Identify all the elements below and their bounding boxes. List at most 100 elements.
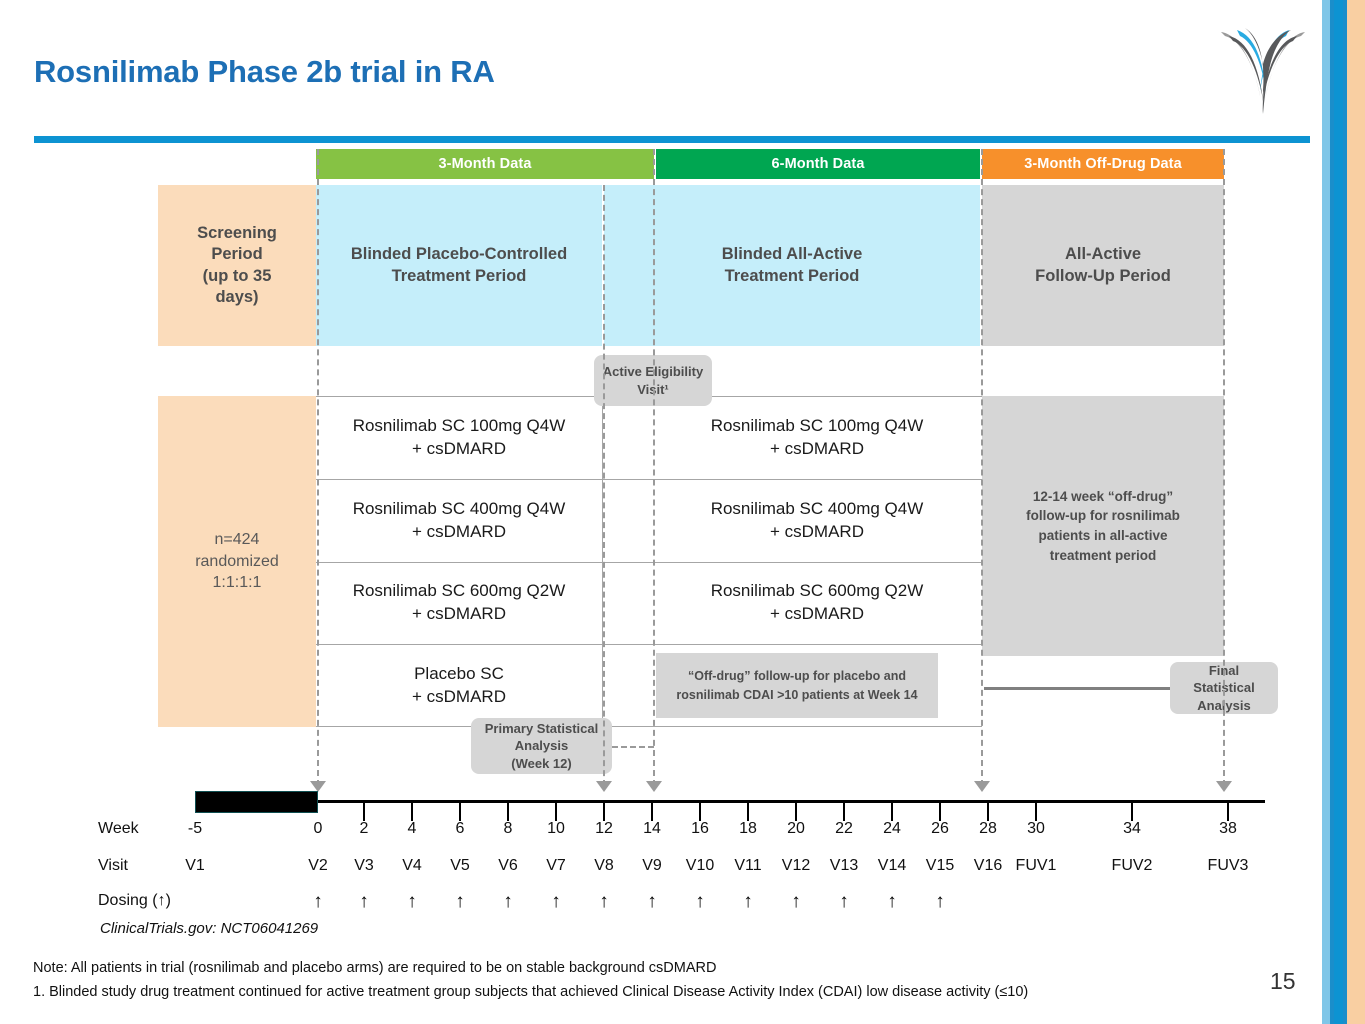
footnote-note: Note: All patients in trial (rosnilimab … bbox=[33, 960, 717, 976]
visit-label: V16 bbox=[973, 857, 1003, 874]
dosing-arrow-icon: ↑ bbox=[359, 891, 369, 912]
dosing-arrow-icon: ↑ bbox=[599, 891, 609, 912]
guide-tip-week-28 bbox=[974, 781, 990, 792]
week-tick-label: 30 bbox=[1027, 820, 1045, 837]
arm-2-blinded-aa: Rosnilimab SC 400mg Q4W+ csDMARD bbox=[710, 498, 924, 541]
axis-tick bbox=[651, 803, 653, 821]
axis-tick bbox=[363, 803, 365, 821]
company-logo-icon bbox=[1207, 14, 1319, 119]
week-tick-label: 38 bbox=[1219, 820, 1237, 837]
dosing-arrow-icon: ↑ bbox=[743, 891, 753, 912]
week-tick-label: 0 bbox=[313, 820, 323, 837]
timeline-axis bbox=[195, 800, 1265, 803]
axis-tick bbox=[843, 803, 845, 821]
week-tick-label: 28 bbox=[979, 820, 997, 837]
visit-label: V15 bbox=[925, 857, 955, 874]
guide-tip-week-38 bbox=[1216, 781, 1232, 792]
axis-tick bbox=[747, 803, 749, 821]
dosing-arrow-icon: ↑ bbox=[839, 891, 849, 912]
week-tick-label: 20 bbox=[787, 820, 805, 837]
edge-stripe-blue-thin2 bbox=[1343, 0, 1347, 1024]
visit-label: V11 bbox=[734, 857, 762, 874]
week-tick-label: 14 bbox=[643, 820, 661, 837]
dosing-arrow-icon: ↑ bbox=[695, 891, 705, 912]
week-tick-label: 2 bbox=[359, 820, 369, 837]
visit-label: V2 bbox=[308, 857, 328, 874]
visit-label: V9 bbox=[642, 857, 662, 874]
dosing-arrow-icon: ↑ bbox=[455, 891, 465, 912]
axis-tick bbox=[459, 803, 461, 821]
banner-3-month-off-drug-data: 3-Month Off-Drug Data bbox=[982, 149, 1224, 179]
axis-tick bbox=[603, 803, 605, 821]
offdrug-rosnilimab-block: 12-14 week “off-drug”follow-up for rosni… bbox=[982, 396, 1224, 656]
week-tick-label: 34 bbox=[1123, 820, 1141, 837]
title-underline-rule bbox=[34, 136, 1310, 143]
visit-label: V5 bbox=[450, 857, 470, 874]
week-tick-label: 10 bbox=[547, 820, 565, 837]
week-tick-label: 24 bbox=[883, 820, 901, 837]
dosing-arrow-icon: ↑ bbox=[313, 891, 323, 912]
treatment-arm-grid: Rosnilimab SC 100mg Q4W+ csDMARD Rosnili… bbox=[316, 396, 982, 727]
arm-3-blinded-aa: Rosnilimab SC 600mg Q2W+ csDMARD bbox=[710, 581, 924, 624]
edge-stripe-light-blue bbox=[1322, 0, 1330, 1024]
visit-label: V6 bbox=[498, 857, 518, 874]
axis-tick bbox=[795, 803, 797, 821]
visit-label: V10 bbox=[685, 857, 715, 874]
week-tick-label: 4 bbox=[407, 820, 417, 837]
axis-tick bbox=[939, 803, 941, 821]
dosing-arrow-icon: ↑ bbox=[407, 891, 417, 912]
week-tick-label: 6 bbox=[455, 820, 465, 837]
footnote-1: 1. Blinded study drug treatment continue… bbox=[33, 984, 1029, 1000]
visit-label: V3 bbox=[354, 857, 374, 874]
arm-2-blinded-pc: Rosnilimab SC 400mg Q4W+ csDMARD bbox=[352, 498, 566, 541]
dosing-arrow-icon: ↑ bbox=[551, 891, 561, 912]
visit-label: V14 bbox=[877, 857, 907, 874]
table-row: Rosnilimab SC 100mg Q4W+ csDMARD Rosnili… bbox=[316, 396, 982, 479]
dosing-row-label: Dosing (↑) bbox=[98, 892, 171, 909]
dosing-arrow-icon: ↑ bbox=[503, 891, 513, 912]
arm-1-blinded-pc: Rosnilimab SC 100mg Q4W+ csDMARD bbox=[352, 415, 566, 458]
dosing-arrow-icon: ↑ bbox=[887, 891, 897, 912]
arm-4-blinded-pc: Placebo SC+ csDMARD bbox=[412, 663, 506, 706]
table-row: Rosnilimab SC 400mg Q4W+ csDMARD Rosnili… bbox=[316, 478, 982, 562]
guide-week-14 bbox=[653, 149, 655, 786]
visit-row-label: Visit bbox=[98, 857, 128, 874]
visit-label: V7 bbox=[546, 857, 566, 874]
page-title: Rosnilimab Phase 2b trial in RA bbox=[34, 54, 495, 89]
visit-label: FUV3 bbox=[1207, 857, 1249, 874]
axis-tick bbox=[699, 803, 701, 821]
edge-stripe-blue-thin bbox=[1330, 0, 1334, 1024]
table-row: Placebo SC+ csDMARD bbox=[316, 644, 982, 727]
visit-label: V1 bbox=[185, 857, 205, 874]
dosing-arrow-icon: ↑ bbox=[647, 891, 657, 912]
guide-week-28 bbox=[981, 149, 983, 786]
page-number: 15 bbox=[1270, 968, 1296, 994]
psa-connector-dash bbox=[612, 746, 654, 748]
axis-tick bbox=[891, 803, 893, 821]
guide-tip-week-12 bbox=[596, 781, 612, 792]
dosing-arrow-icon: ↑ bbox=[935, 891, 945, 912]
week-tick-label: 12 bbox=[595, 820, 613, 837]
visit-label: V4 bbox=[402, 857, 422, 874]
dosing-arrow-icon: ↑ bbox=[791, 891, 801, 912]
axis-tick bbox=[507, 803, 509, 821]
axis-tick bbox=[1035, 803, 1037, 821]
week-tick-label: 8 bbox=[503, 820, 513, 837]
week-tick-label: -5 bbox=[187, 820, 203, 837]
guide-week-0 bbox=[317, 149, 319, 786]
visit-label: V12 bbox=[781, 857, 811, 874]
table-row: Rosnilimab SC 600mg Q2W+ csDMARD Rosnili… bbox=[316, 561, 982, 645]
guide-tip-week-14 bbox=[646, 781, 662, 792]
screening-period-bar bbox=[195, 791, 318, 813]
visit-label: FUV1 bbox=[1015, 857, 1057, 874]
visit-label: V8 bbox=[594, 857, 614, 874]
arm-1-blinded-aa: Rosnilimab SC 100mg Q4W+ csDMARD bbox=[710, 415, 924, 458]
axis-tick bbox=[555, 803, 557, 821]
arm-3-blinded-pc: Rosnilimab SC 600mg Q2W+ csDMARD bbox=[352, 581, 566, 624]
